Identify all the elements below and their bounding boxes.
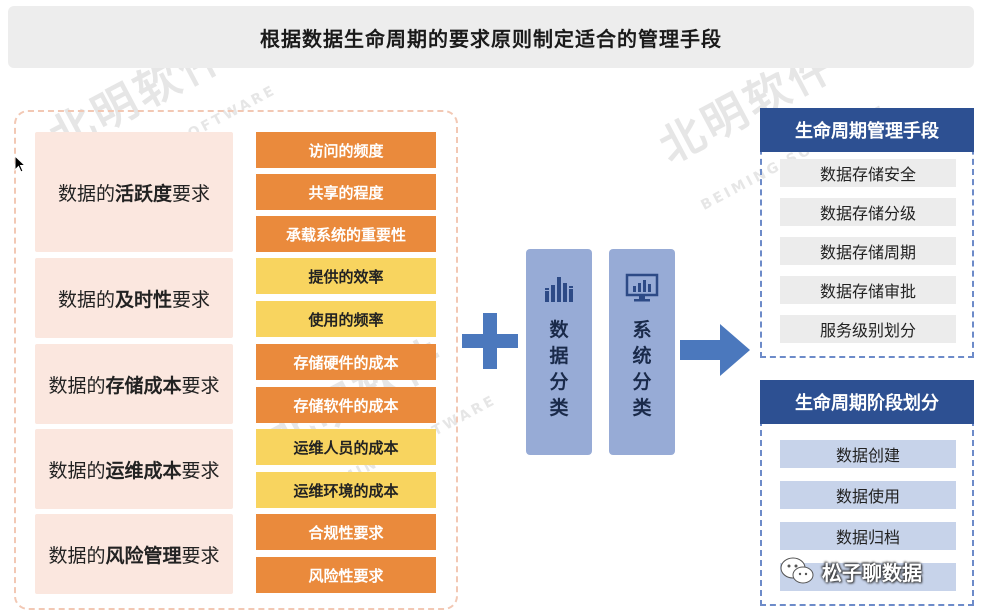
- requirement-suffix: 要求: [172, 182, 211, 205]
- requirement-keyword: 存储成本: [105, 374, 182, 397]
- requirement-prefix: 数据的: [57, 182, 115, 205]
- requirements-panel: [14, 110, 458, 610]
- plus-icon: [462, 313, 518, 369]
- item-hardware-cost: 存储硬件的成本: [256, 344, 436, 380]
- stages-panel-title: 生命周期阶段划分: [760, 380, 974, 424]
- stage-item: 数据使用: [780, 481, 956, 509]
- management-item: 数据存储安全: [780, 159, 956, 187]
- item-access-frequency: 访问的频度: [256, 132, 436, 168]
- requirement-risk: 数据的风险管理要求: [35, 514, 233, 594]
- stage-item: 数据归档: [780, 522, 956, 550]
- item-risk: 风险性要求: [256, 557, 436, 593]
- system-classification-box: 系统分类: [609, 249, 675, 455]
- requirement-prefix: 数据的: [48, 374, 106, 397]
- requirement-keyword: 运维成本: [105, 459, 182, 482]
- requirement-keyword: 及时性: [114, 288, 172, 311]
- item-usage-frequency: 使用的频率: [256, 301, 436, 337]
- arrow-right-icon: [680, 324, 750, 376]
- requirement-suffix: 要求: [181, 544, 220, 567]
- management-item: 数据存储分级: [780, 198, 956, 226]
- requirement-ops-cost: 数据的运维成本要求: [35, 429, 233, 509]
- requirement-storage-cost: 数据的存储成本要求: [35, 344, 233, 424]
- management-item: 服务级别划分: [780, 315, 956, 343]
- monitor-chart-icon: [625, 273, 659, 302]
- item-software-cost: 存储软件的成本: [256, 387, 436, 423]
- wechat-account: 松子聊数据: [780, 556, 922, 586]
- requirement-keyword: 风险管理: [105, 544, 182, 567]
- requirement-prefix: 数据的: [57, 288, 115, 311]
- data-classification-label: 数据分类: [549, 319, 569, 419]
- item-efficiency: 提供的效率: [256, 258, 436, 294]
- requirement-suffix: 要求: [172, 288, 211, 311]
- item-sharing-degree: 共享的程度: [256, 174, 436, 210]
- management-item: 数据存储周期: [780, 237, 956, 265]
- item-environment-cost: 运维环境的成本: [256, 472, 436, 508]
- page-title: 根据数据生命周期的要求原则制定适合的管理手段: [260, 26, 722, 51]
- data-classification-box: 数据分类: [526, 249, 592, 455]
- item-staff-cost: 运维人员的成本: [256, 429, 436, 465]
- requirement-suffix: 要求: [181, 459, 220, 482]
- wechat-account-name: 松子聊数据: [822, 560, 922, 585]
- wechat-icon: [780, 557, 814, 584]
- stage-item: 数据创建: [780, 440, 956, 468]
- item-compliance: 合规性要求: [256, 514, 436, 550]
- system-classification-label: 系统分类: [632, 319, 652, 419]
- requirement-keyword: 活跃度: [114, 182, 172, 205]
- requirement-timeliness: 数据的及时性要求: [35, 258, 233, 338]
- requirement-suffix: 要求: [181, 374, 220, 397]
- bar-chart-icon: [545, 277, 573, 302]
- title-bar: 根据数据生命周期的要求原则制定适合的管理手段: [8, 6, 974, 68]
- requirement-prefix: 数据的: [48, 459, 106, 482]
- item-system-importance: 承载系统的重要性: [256, 216, 436, 252]
- management-panel-title: 生命周期管理手段: [760, 108, 974, 152]
- requirement-activity: 数据的活跃度要求: [35, 132, 233, 252]
- management-item: 数据存储审批: [780, 276, 956, 304]
- mouse-cursor-icon: [14, 155, 26, 173]
- requirement-prefix: 数据的: [48, 544, 106, 567]
